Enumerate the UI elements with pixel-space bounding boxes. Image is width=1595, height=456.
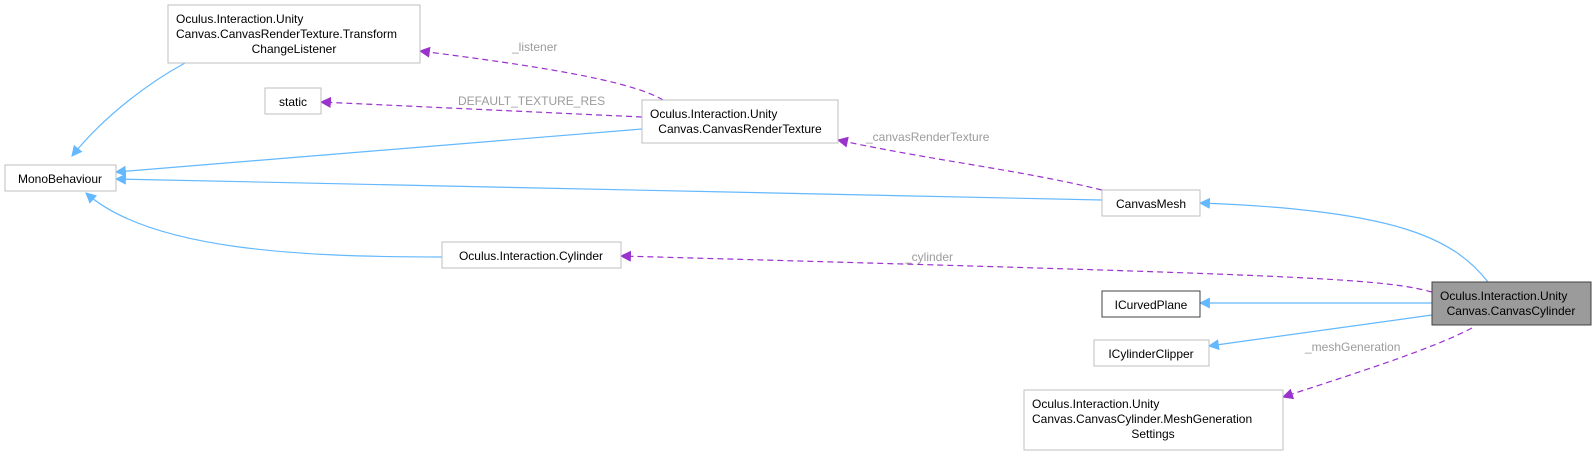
edge-cylinder-to-monobehaviour [85,192,443,258]
node-label-line: Canvas.CanvasCylinder.MeshGeneration [1032,412,1252,426]
node-cylinder[interactable]: Oculus.Interaction.Cylinder [441,241,622,269]
node-label-line: static [279,95,307,109]
edge-canvasrendertexture-to-transformlistener [418,46,664,101]
node-label-line: Canvas.CanvasCylinder [1447,304,1576,318]
node-icurved-plane[interactable]: ICurvedPlane [1101,290,1201,318]
node-label-line: Canvas.CanvasRenderTexture.Transform [176,27,397,41]
node-label-line: Oculus.Interaction.Unity [1032,397,1159,411]
edge-label-canvas-render-texture: _canvasRenderTexture [865,130,990,144]
node-canvas-mesh[interactable]: CanvasMesh [1101,189,1201,217]
edge-canvasmesh-to-canvasrendertexture [836,136,1103,191]
node-icylinder-clipper[interactable]: ICylinderClipper [1093,339,1210,367]
node-transform-change-listener[interactable]: Oculus.Interaction.Unity Canvas.CanvasRe… [167,4,421,64]
node-label-line: ChangeListener [252,42,337,56]
node-label-line: MonoBehaviour [18,172,102,186]
edge-canvascylinder-to-icylinderclipper [1207,314,1433,351]
node-canvas-cylinder[interactable]: Oculus.Interaction.Unity Canvas.CanvasCy… [1431,281,1592,326]
edge-label-cylinder: _cylinder [904,250,953,264]
node-label-line: Oculus.Interaction.Unity [176,12,303,26]
edge-label-mesh-generation: _meshGeneration [1304,340,1400,354]
edge-canvasmesh-to-monobehaviour [114,173,1103,201]
edge-canvascylinder-to-meshgenerationsettings [1281,327,1473,400]
edge-canvascylinder-to-cylinder [619,250,1433,293]
edge-canvasrendertexture-to-monobehaviour [114,128,643,177]
node-canvas-render-texture[interactable]: Oculus.Interaction.Unity Canvas.CanvasRe… [641,99,839,144]
node-label-line: CanvasMesh [1116,197,1186,211]
node-label-line: Oculus.Interaction.Unity [1440,289,1567,303]
node-mesh-generation-settings[interactable]: Oculus.Interaction.Unity Canvas.CanvasCy… [1023,389,1284,451]
edge-canvasrendertexture-to-static [319,96,643,118]
node-static[interactable]: static [264,87,322,115]
edge-transformlistener-to-monobehaviour [71,62,186,157]
edge-label-default-texture-res: DEFAULT_TEXTURE_RES [458,94,605,108]
node-label-line: Settings [1131,427,1174,441]
node-label-line: ICylinderClipper [1108,347,1193,361]
edge-label-listener: _listener [511,40,557,54]
node-monobehaviour[interactable]: MonoBehaviour [4,164,117,192]
edge-canvascylinder-to-canvasmesh [1198,197,1489,283]
node-label-line: Oculus.Interaction.Unity [650,107,777,121]
node-label-line: Oculus.Interaction.Cylinder [459,249,603,263]
node-label-line: Canvas.CanvasRenderTexture [658,122,822,136]
node-label-line: ICurvedPlane [1115,298,1188,312]
